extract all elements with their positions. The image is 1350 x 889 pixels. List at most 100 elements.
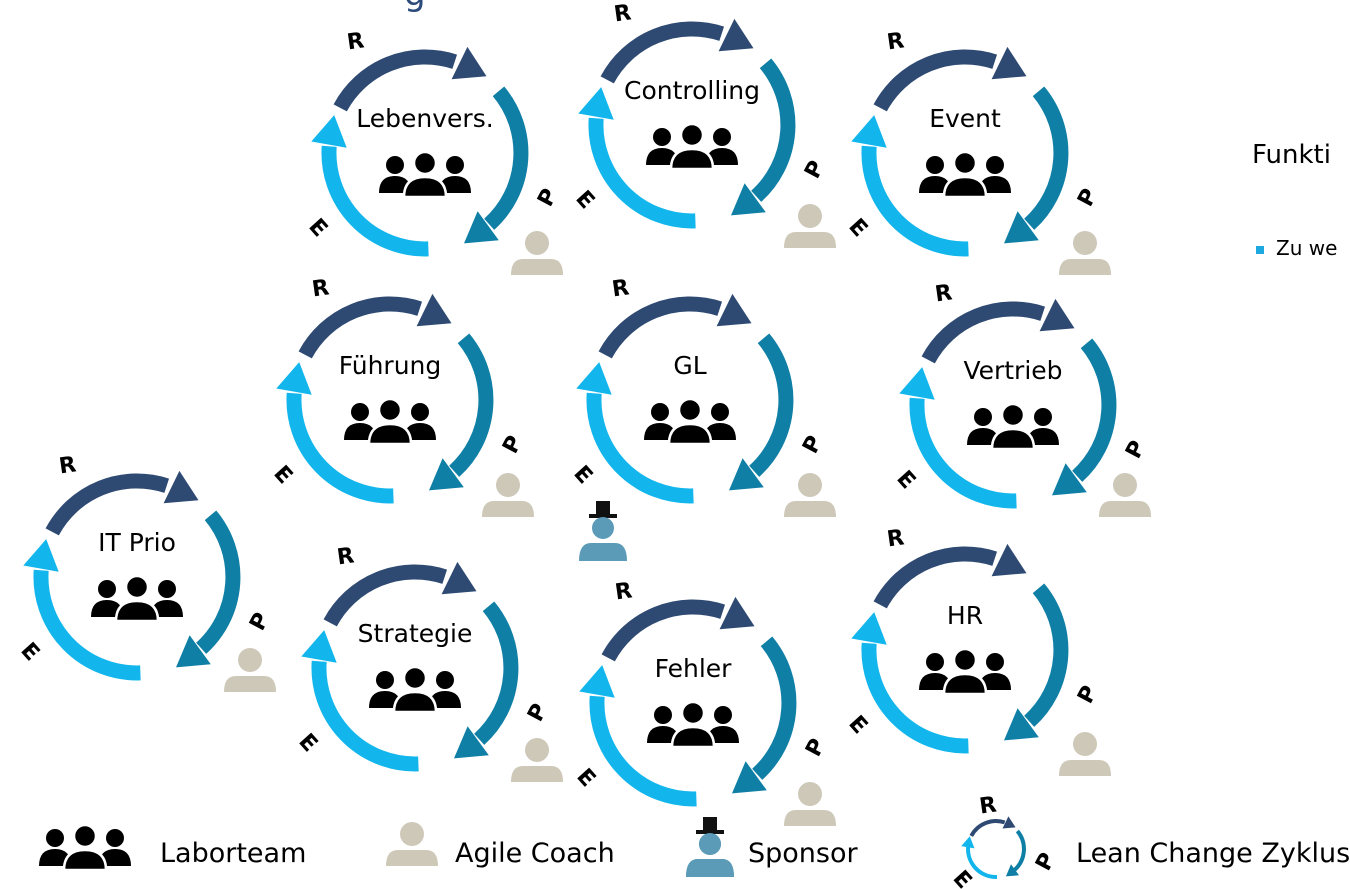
- arc-r: [600, 21, 725, 84]
- arc-p: [449, 333, 494, 477]
- letter-e: E: [15, 638, 44, 666]
- letter-e: E: [293, 729, 322, 757]
- arrowhead-e: [961, 836, 975, 849]
- arrowhead-r: [718, 18, 754, 52]
- arc-r: [333, 49, 458, 112]
- letter-r: R: [885, 28, 905, 55]
- arc-e: [861, 642, 969, 754]
- cycle-label: Fehler: [655, 654, 733, 683]
- agile-coach-icon: [511, 231, 563, 275]
- laborteam-icon: [919, 647, 1011, 696]
- letter-r: R: [335, 543, 355, 570]
- laborteam-icon: [379, 150, 471, 199]
- arrowhead-p: [464, 211, 499, 244]
- letter-r: R: [310, 275, 330, 302]
- letter-e: E: [303, 214, 332, 242]
- cycle-fehler: R P E Fehler: [571, 578, 836, 826]
- legend-lean-change: Lean Change Zyklus: [1076, 838, 1350, 869]
- letter-p: P: [1031, 849, 1061, 875]
- letter-e: E: [568, 461, 597, 489]
- laborteam-icon: [39, 823, 131, 872]
- arrowhead-r: [451, 46, 487, 80]
- arc-p: [1013, 829, 1026, 872]
- arrowhead-r: [441, 561, 477, 595]
- agile-coach-icon: [224, 648, 276, 692]
- arrowhead-r: [416, 293, 452, 327]
- agile-coach-icon: [784, 473, 836, 517]
- laborteam-icon: [919, 150, 1011, 199]
- letter-r: R: [978, 792, 998, 819]
- title-fragment: g: [404, 0, 426, 14]
- arc-e: [33, 569, 141, 681]
- arc-p: [1024, 583, 1069, 727]
- arrowhead-e: [311, 115, 347, 148]
- arrowhead-e: [23, 539, 59, 572]
- arc-r: [298, 296, 423, 359]
- arrowhead-p: [1005, 864, 1019, 877]
- arc-r: [45, 473, 170, 536]
- agile-coach-icon: [1059, 732, 1111, 776]
- legend-agile-coach: Agile Coach: [455, 838, 615, 869]
- arc-p: [752, 636, 797, 780]
- letter-r: R: [933, 280, 953, 307]
- letter-r: R: [612, 0, 632, 27]
- arc-e: [861, 145, 969, 257]
- cycle-label: Vertrieb: [963, 356, 1062, 385]
- letter-r: R: [885, 525, 905, 552]
- legend-sponsor: Sponsor: [748, 838, 858, 869]
- arc-e: [286, 392, 394, 504]
- agile-coach-icon: [482, 473, 534, 517]
- laborteam-icon: [647, 700, 739, 749]
- arrowhead-p: [1004, 708, 1039, 741]
- letter-e: E: [571, 764, 600, 792]
- arc-e: [311, 660, 419, 772]
- arrowhead-r: [1002, 816, 1016, 829]
- agile-coach-icon: [784, 204, 836, 248]
- side-panel-heading: Funkti: [1252, 140, 1331, 170]
- arrowhead-p: [1004, 211, 1039, 244]
- arc-e: [588, 117, 696, 229]
- letter-e: E: [948, 866, 977, 889]
- cycle-label: Lebenvers.: [356, 104, 493, 133]
- arc-r: [873, 49, 998, 112]
- laborteam-icon: [967, 402, 1059, 451]
- arc-r: [598, 296, 723, 359]
- agile-coach-icon: [784, 782, 836, 826]
- letter-e: E: [891, 466, 920, 494]
- letter-p: P: [801, 735, 831, 761]
- letter-p: P: [800, 157, 830, 183]
- sponsor-icon: [686, 817, 734, 877]
- laborteam-icon: [91, 574, 183, 623]
- arc-p: [751, 58, 796, 202]
- arc-p: [196, 510, 241, 654]
- arrowhead-r: [716, 293, 752, 327]
- arrowhead-e: [899, 367, 935, 400]
- arrowhead-r: [163, 470, 199, 504]
- letter-e: E: [843, 214, 872, 242]
- arc-e: [909, 397, 1017, 509]
- letter-e: E: [268, 461, 297, 489]
- side-panel-bullet-text: Zu we: [1276, 236, 1338, 260]
- letter-e: E: [843, 711, 872, 739]
- arc-e: [589, 695, 697, 807]
- letter-r: R: [613, 578, 633, 605]
- arc-e: [321, 145, 429, 257]
- arc-r: [969, 819, 1006, 837]
- cycle-label: Führung: [339, 351, 442, 380]
- lean-change-cycle-icon: R P E: [948, 792, 1061, 889]
- arrowhead-e: [578, 87, 614, 120]
- agile-coach-icon: [386, 822, 438, 866]
- letter-p: P: [523, 700, 553, 726]
- arrowhead-r: [1039, 298, 1075, 332]
- laborteam-icon: [644, 397, 736, 446]
- arc-p: [1072, 338, 1117, 482]
- arrowhead-e: [579, 665, 615, 698]
